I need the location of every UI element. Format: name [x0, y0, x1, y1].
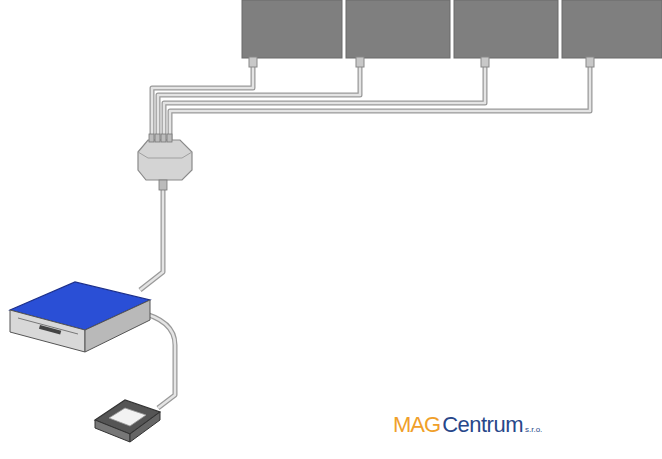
- small-device: [95, 400, 160, 442]
- logo-suffix: s.r.o.: [525, 425, 542, 434]
- splitter: [138, 134, 192, 190]
- logo-mag: MAG: [393, 412, 440, 437]
- panel-connectors: [249, 57, 594, 67]
- panels: [242, 0, 662, 58]
- company-logo: MAGCentrums.r.o.: [393, 412, 542, 438]
- logo-centrum: Centrum: [442, 412, 523, 437]
- receiver-box: [10, 282, 150, 352]
- cables: [138, 66, 590, 408]
